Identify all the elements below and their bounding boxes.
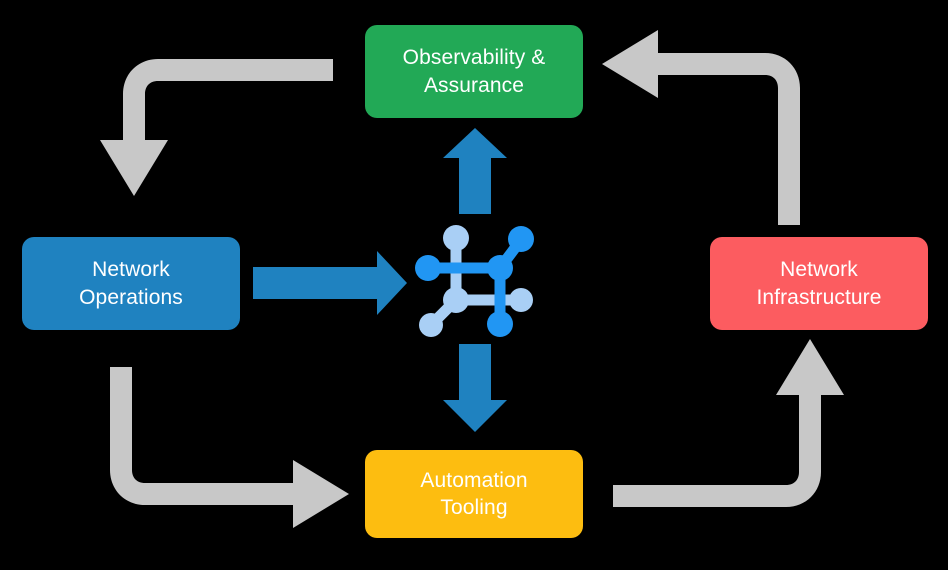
node-box-network-infrastructure[interactable]: Network Infrastructure [710,237,928,330]
gray-arrow-netinfra-to-observability [602,30,800,225]
gray-arrow-observability-to-netops [100,59,333,196]
node-box-automation-tooling[interactable]: Automation Tooling [365,450,583,538]
node-box-network-operations[interactable]: Network Operations [22,237,240,330]
gray-arrow-automation-to-netinfra [613,339,844,507]
blue-arrow-center-to-observability [443,128,507,214]
blue-arrow-netops-to-center [253,251,407,315]
blue-arrow-center-to-automation [443,344,507,432]
gray-arrow-netops-to-automation [110,367,349,528]
node-box-observability[interactable]: Observability & Assurance [365,25,583,118]
